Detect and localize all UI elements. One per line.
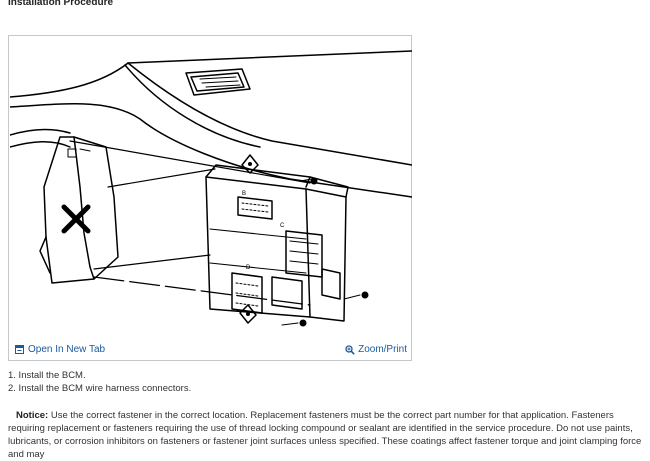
illustration-panel: B C D Open In New Tab Zoom/Print <box>8 35 412 361</box>
zoom-print-label: Zoom/Print <box>358 344 407 355</box>
new-tab-icon <box>15 345 24 354</box>
notice-text: Use the correct fastener in the correct … <box>8 410 642 460</box>
open-in-new-tab-label: Open In New Tab <box>28 344 106 355</box>
notice-label: Notice: <box>16 410 49 421</box>
callout-c: C <box>280 223 285 229</box>
section-heading: Installation Procedure <box>8 0 114 8</box>
installation-steps: 1. Install the BCM. 2. Install the BCM w… <box>8 369 191 395</box>
bcm-installation-illustration[interactable]: B C D <box>10 37 412 340</box>
callout-b: B <box>242 191 246 197</box>
illustration-toolbar: Open In New Tab Zoom/Print <box>9 340 411 360</box>
step-item: 2. Install the BCM wire harness connecto… <box>8 383 192 394</box>
open-in-new-tab-link[interactable]: Open In New Tab <box>15 344 105 355</box>
magnifier-icon <box>345 344 355 355</box>
notice-paragraph: Notice: Use the correct fastener in the … <box>8 409 648 461</box>
zoom-print-link[interactable]: Zoom/Print <box>345 344 407 355</box>
callout-d: D <box>246 265 251 271</box>
step-item: 1. Install the BCM. <box>8 370 86 381</box>
